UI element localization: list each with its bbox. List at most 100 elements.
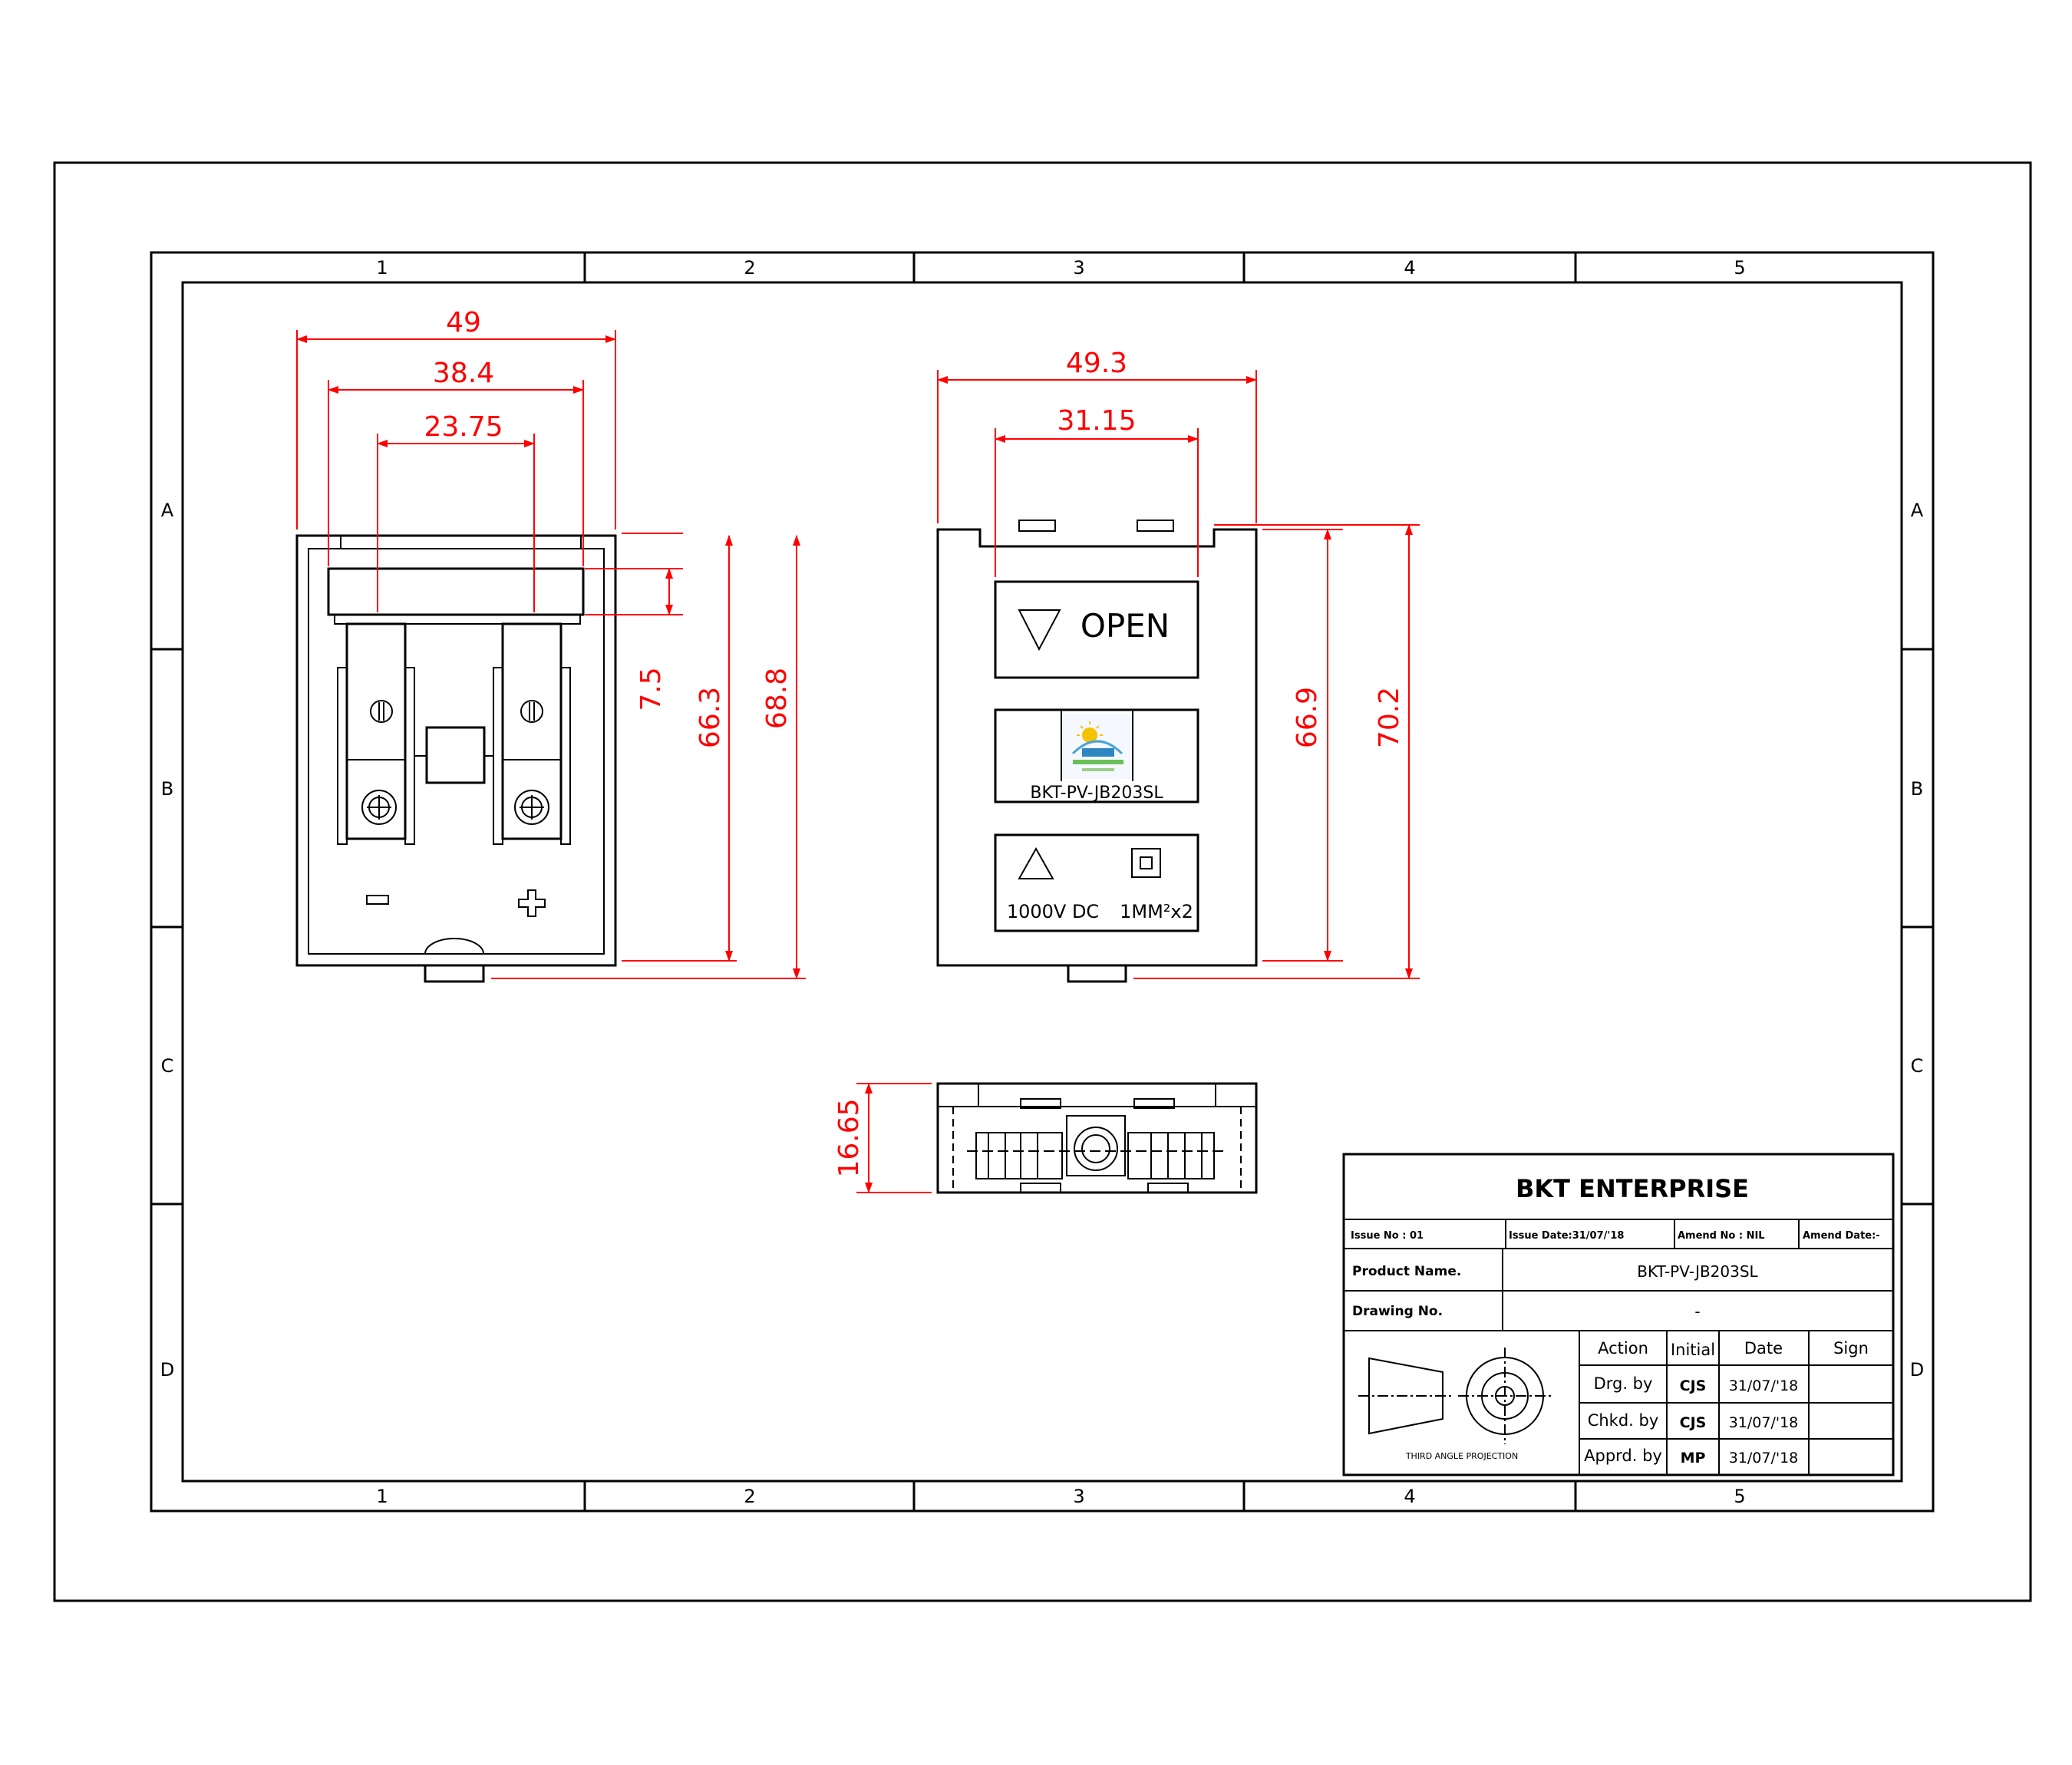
terminal-bridge [425,726,486,784]
model-label-text: BKT-PV-JB203SL [1030,784,1163,803]
front-view-top-lug-left [1018,520,1056,532]
bottom-view-gland-housing [1066,1115,1126,1176]
bottom-view-dimensions [856,1083,932,1193]
approval-header: Initial [1671,1341,1715,1359]
zone-labels-left: A B C D [160,500,174,1381]
front-view-top-lug-right [1137,520,1174,532]
terminal-rail-left-outer [337,667,348,845]
dim-label-height-66-9: 66.9 [1292,687,1323,748]
left-view-bar-foot [334,614,581,625]
zone-col-label: 5 [1734,257,1745,279]
zone-labels-right: A B C D [1910,500,1924,1381]
rating-label-panel [994,833,1199,932]
zone-col-label: 4 [1404,257,1415,279]
dim-label-width-38-4: 38.4 [433,358,494,389]
left-view-body [295,534,617,967]
approval-initial: MP [1681,1450,1706,1466]
slot-screw-icon [520,700,543,723]
slot-screw-icon [370,700,393,723]
terminal-rail-left-inner [404,667,415,845]
zone-frame-outer [150,251,1935,1513]
wire-rating-text: 1MM²x2 [1120,901,1193,922]
front-view-dimensions [937,370,1420,979]
zone-labels-bottom: 1 2 3 4 5 [376,1486,1745,1507]
zone-col-label: 2 [744,1486,755,1507]
bottom-view-terminal-right [1127,1132,1215,1179]
approval-date: 31/07/'18 [1729,1414,1799,1431]
brand-label-panel [994,708,1199,803]
bottom-view-lid [937,1083,1257,1107]
zone-col-label: 1 [376,1486,388,1507]
approval-initial: CJS [1680,1414,1707,1431]
dim-label-width-31-15: 31.15 [1057,405,1136,437]
zone-row-label: D [160,1359,174,1381]
terminal-rail-right-outer [493,667,503,845]
zone-col-label: 2 [744,257,755,279]
approval-action: Chkd. by [1588,1411,1659,1430]
zone-row-label: A [1911,500,1924,521]
voltage-rating-text: 1000V DC [1007,901,1099,922]
left-view-bottom-stub [424,964,485,983]
cross-screw-icon [514,790,549,825]
issue-no: Issue No : 01 [1351,1230,1424,1242]
zone-frame-inner [181,281,1903,1483]
projection-label: THIRD ANGLE PROJECTION [1405,1451,1518,1461]
zone-labels-top: 1 2 3 4 5 [376,257,1745,279]
left-view-dimensions [296,330,806,979]
dim-label-height-66-3: 66.3 [695,687,726,748]
title-block [1342,1153,1895,1476]
zone-row-label: C [1911,1055,1924,1077]
zone-col-label: 4 [1404,1486,1415,1507]
drawing-no-label: Drawing No. [1352,1304,1443,1319]
issue-date: Issue Date:31/07/'18 [1509,1230,1624,1242]
zone-row-label: D [1910,1359,1924,1381]
left-view-cross-bar [327,567,585,616]
zone-col-label: 5 [1734,1486,1745,1507]
amend-date: Amend Date:- [1803,1230,1880,1242]
approval-date: 31/07/'18 [1729,1450,1799,1466]
zone-col-label: 1 [376,257,388,279]
amend-no: Amend No : NIL [1678,1230,1765,1242]
left-view-top-tab [340,535,582,549]
left-view-inner-wall [308,548,605,955]
dim-label-width-23-75: 23.75 [424,411,503,443]
product-name-value: BKT-PV-JB203SL [1637,1262,1758,1281]
dim-label-height-68-8: 68.8 [761,668,793,729]
dim-label-width-49: 49 [446,307,481,338]
open-label-panel [994,580,1199,679]
approval-action: Apprd. by [1584,1447,1662,1465]
product-name-label: Product Name. [1352,1264,1461,1279]
approval-header: Sign [1833,1339,1869,1358]
approval-date: 31/07/'18 [1729,1377,1799,1394]
dim-label-height-16-65: 16.65 [833,1098,865,1177]
company-name: BKT ENTERPRISE [1516,1174,1749,1203]
triangle-up-icon [1018,846,1054,879]
zone-dividers [151,252,1933,1511]
drawing-no-value: - [1694,1302,1700,1321]
minus-icon [366,895,389,905]
square-marker-icon [1131,848,1161,878]
approval-header: Action [1598,1339,1648,1358]
zone-row-label: B [161,778,173,800]
terminal-rail-right-inner [560,667,571,845]
zone-col-label: 3 [1073,1486,1084,1507]
left-view [295,534,617,983]
zone-row-label: C [161,1055,174,1077]
open-label-text: OPEN [1081,607,1170,645]
triangle-down-icon [1018,609,1061,652]
approval-header: Date [1744,1339,1783,1358]
approval-action: Drg. by [1594,1374,1653,1393]
dim-label-width-49-3: 49.3 [1066,348,1127,379]
projection-symbol-icon [1358,1348,1552,1444]
plus-icon [518,889,546,917]
dim-label-height-7-5: 7.5 [635,667,667,711]
front-view-bottom-stub [1067,964,1127,983]
zone-row-label: A [161,500,174,521]
bottom-view-gland-icon [1074,1127,1118,1171]
outer-sheet-border [53,161,2032,1602]
left-view-gland [424,938,484,955]
approval-initial: CJS [1680,1377,1707,1394]
dim-label-height-70-2: 70.2 [1374,687,1405,748]
zone-row-label: B [1911,778,1923,800]
